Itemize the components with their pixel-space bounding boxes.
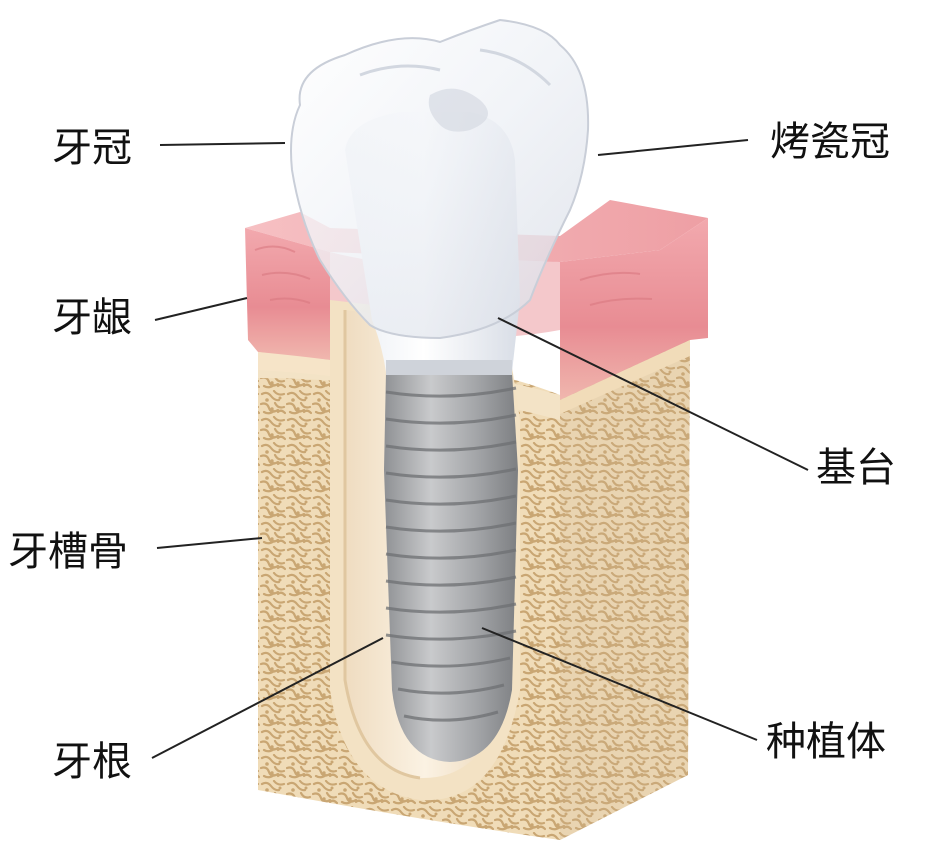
implant-thread [385, 467, 517, 479]
leader-porcelain-crown [597, 139, 749, 156]
implant-thread [391, 656, 511, 668]
label-root: 牙根 [52, 739, 132, 785]
label-abutment: 基台 [816, 445, 896, 491]
implant-thread [385, 440, 517, 452]
implant-thread [403, 710, 499, 722]
implant-thread [385, 386, 517, 398]
leader-abutment [497, 317, 809, 471]
implant-thread [385, 575, 517, 587]
label-implant: 种植体 [766, 719, 886, 765]
leader-implant [481, 627, 758, 741]
implant-screw [384, 372, 518, 762]
leader-alveolar-bone [156, 537, 263, 549]
implant-thread [385, 602, 517, 614]
implant-thread [385, 494, 517, 506]
leader-gum [154, 297, 248, 321]
leader-lines [151, 139, 809, 759]
label-gum: 牙龈 [52, 295, 132, 341]
implant-thread [385, 521, 517, 533]
implant-thread [385, 413, 517, 425]
porcelain-crown [290, 18, 590, 340]
leader-root [151, 637, 384, 759]
label-porcelain-crown: 烤瓷冠 [770, 119, 890, 165]
leader-crown [159, 142, 286, 146]
implant-thread [385, 629, 517, 641]
implant-thread [397, 683, 505, 695]
implant-thread [385, 548, 517, 560]
label-crown: 牙冠 [52, 125, 132, 171]
label-alveolar-bone: 牙槽骨 [8, 529, 128, 575]
